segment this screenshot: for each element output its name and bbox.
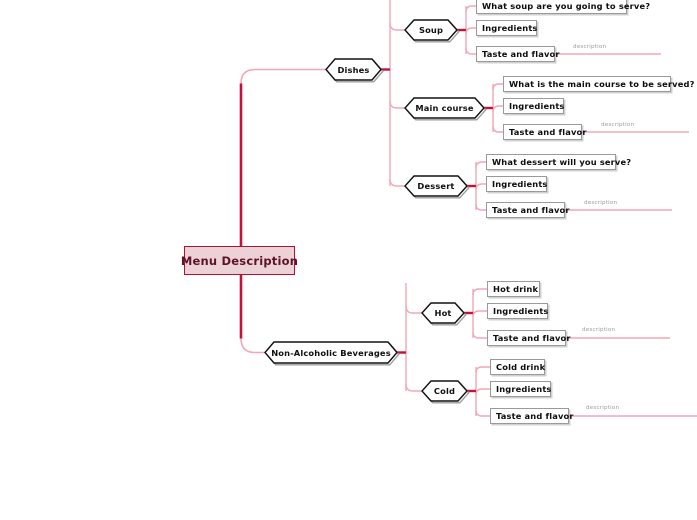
leaf-node-main-course-0[interactable]: What is the main course to be served? [503, 76, 694, 92]
child-node-hot-shape [421, 302, 467, 326]
leaf-node-cold-0-label: Cold drink [496, 362, 546, 372]
branch-node-dishes-shape [325, 58, 384, 83]
leaf-node-main-course-2-label: Taste and flavor [509, 127, 587, 137]
leaf-node-hot-1[interactable]: Ingredients [487, 303, 548, 319]
leaf-node-cold-1[interactable]: Ingredients [490, 381, 551, 397]
leaf-node-dessert-2-relation-label: description [584, 200, 618, 206]
leaf-node-dessert-1-label: Ingredients [492, 179, 548, 189]
leaf-node-soup-0-label: What soup are you going to serve? [482, 1, 651, 11]
leaf-node-main-course-1[interactable]: Ingredients [503, 98, 564, 114]
child-node-soup[interactable]: Soup [404, 19, 460, 43]
child-node-soup-shape [404, 19, 460, 43]
child-node-main-course-shape [404, 97, 487, 121]
child-node-cold-shape [421, 380, 470, 404]
leaf-node-dessert-0[interactable]: What dessert will you serve? [486, 154, 631, 170]
leaf-node-main-course-2-relation-label: description [601, 122, 635, 128]
leaf-node-soup-2[interactable]: Taste and flavor [476, 46, 559, 62]
leaf-node-hot-2-label: Taste and flavor [493, 333, 571, 343]
leaf-node-hot-2-relation-label: description [582, 327, 616, 333]
leaf-node-dessert-2[interactable]: Taste and flavor [486, 202, 569, 218]
leaf-node-dessert-0-label: What dessert will you serve? [492, 157, 632, 167]
leaf-node-hot-1-label: Ingredients [493, 306, 549, 316]
leaf-node-cold-0[interactable]: Cold drink [490, 359, 545, 375]
leaf-node-soup-2-relation-label: description [573, 44, 607, 50]
leaf-node-main-course-1-label: Ingredients [509, 101, 565, 111]
leaf-node-dessert-2-label: Taste and flavor [492, 205, 570, 215]
branch-node-dishes[interactable]: Dishes [325, 58, 384, 83]
leaf-node-soup-1-label: Ingredients [482, 23, 538, 33]
leaf-node-hot-2[interactable]: Taste and flavor [487, 330, 570, 346]
leaf-node-cold-2[interactable]: Taste and flavor [490, 408, 573, 424]
leaf-node-soup-0[interactable]: What soup are you going to serve? [476, 0, 650, 14]
leaf-node-dessert-1[interactable]: Ingredients [486, 176, 547, 192]
leaf-node-hot-0[interactable]: Hot drink [487, 281, 540, 297]
leaf-node-soup-1[interactable]: Ingredients [476, 20, 537, 36]
leaf-node-soup-2-label: Taste and flavor [482, 49, 560, 59]
child-node-hot[interactable]: Hot [421, 302, 467, 326]
leaf-node-main-course-2[interactable]: Taste and flavor [503, 124, 586, 140]
child-node-main-course[interactable]: Main course [404, 97, 487, 121]
leaf-node-cold-1-label: Ingredients [496, 384, 552, 394]
leaf-node-cold-2-label: Taste and flavor [496, 411, 574, 421]
leaf-node-cold-2-relation-label: description [586, 405, 620, 411]
leaf-node-main-course-0-label: What is the main course to be served? [509, 79, 695, 89]
leaf-node-hot-0-label: Hot drink [493, 284, 539, 294]
child-node-dessert[interactable]: Dessert [404, 175, 470, 199]
child-node-dessert-shape [404, 175, 470, 199]
branch-node-non-alcoholic-beverages-shape [264, 341, 400, 366]
root-node-label: Menu Description [180, 253, 299, 268]
child-node-cold[interactable]: Cold [421, 380, 470, 404]
branch-node-non-alcoholic-beverages[interactable]: Non-Alcoholic Beverages [264, 341, 400, 366]
root-node-menu-description[interactable]: Menu Description [180, 246, 299, 275]
